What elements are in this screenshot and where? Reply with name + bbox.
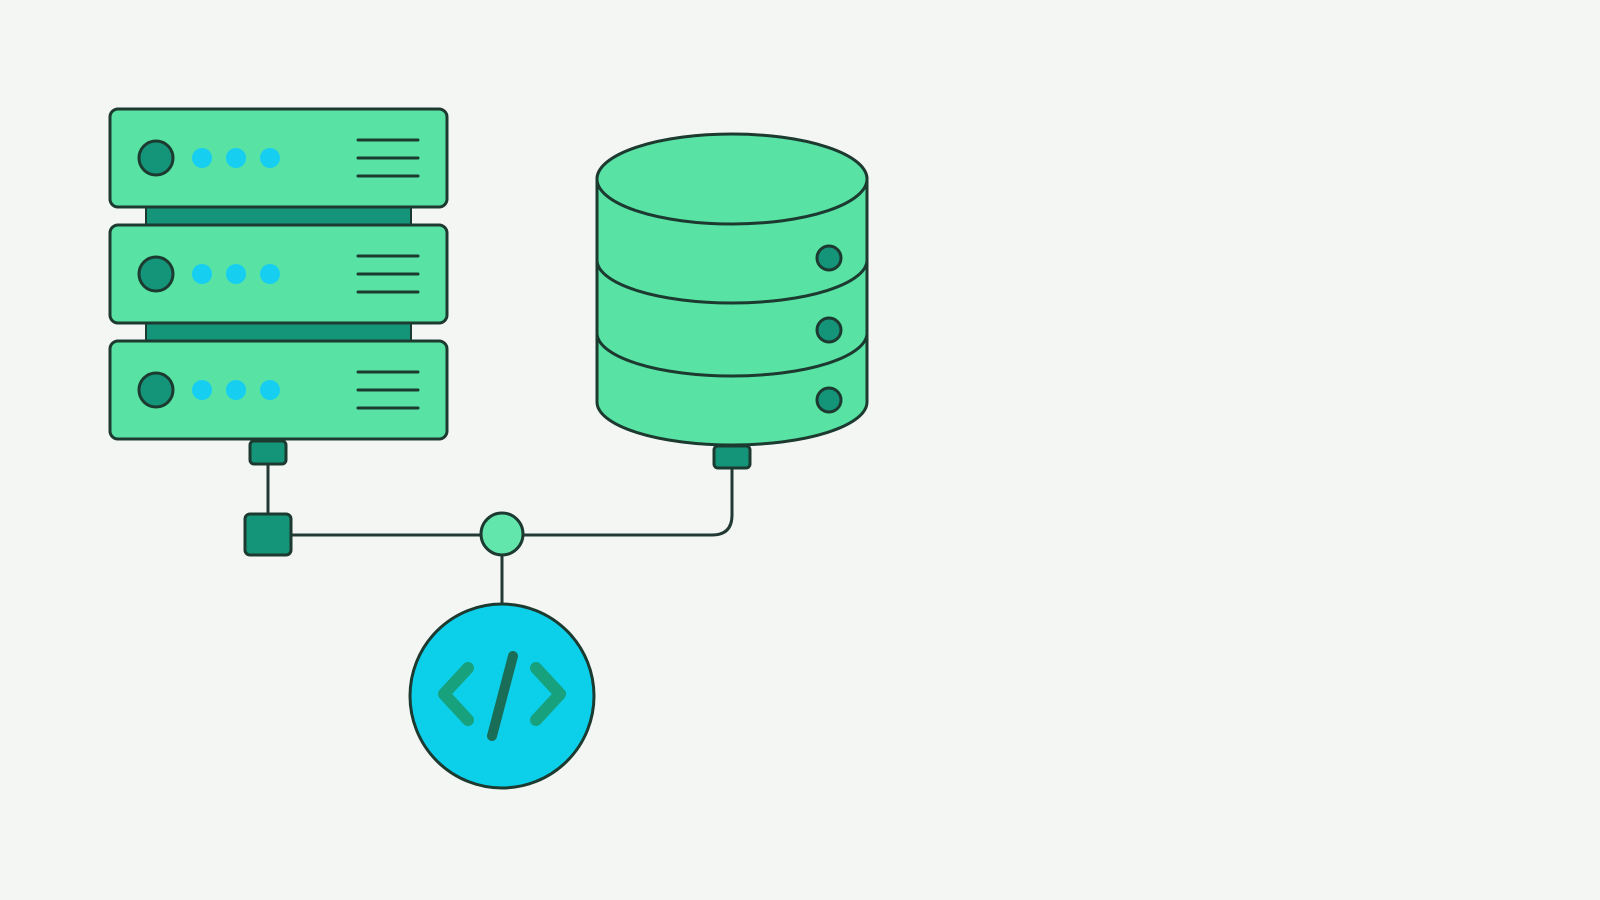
server-unit-1 bbox=[108, 107, 449, 209]
server-unit-2 bbox=[108, 223, 449, 325]
code-badge bbox=[408, 602, 596, 790]
server-rack-icon bbox=[108, 107, 449, 441]
code-brackets-icon bbox=[438, 651, 566, 741]
status-led bbox=[192, 380, 212, 400]
power-button-icon bbox=[137, 371, 175, 409]
server-unit-3 bbox=[108, 339, 449, 441]
power-button-icon bbox=[137, 139, 175, 177]
database-tier-divider-1 bbox=[595, 259, 869, 305]
database-tier-indicator-2 bbox=[815, 316, 843, 344]
status-led bbox=[226, 380, 246, 400]
status-led bbox=[260, 264, 280, 284]
status-led bbox=[260, 380, 280, 400]
database-cylinder-icon bbox=[595, 132, 869, 447]
forward-slash bbox=[487, 651, 518, 741]
database-tier-divider-2 bbox=[595, 332, 869, 378]
status-led bbox=[260, 148, 280, 168]
database-tier-indicator-1 bbox=[815, 244, 843, 272]
database-tier-indicator-3 bbox=[815, 386, 843, 414]
database-port-connector bbox=[712, 444, 752, 470]
status-led bbox=[226, 148, 246, 168]
status-led bbox=[192, 264, 212, 284]
connection-lines bbox=[266, 462, 734, 606]
left-angle-bracket bbox=[438, 662, 474, 726]
power-button-icon bbox=[137, 255, 175, 293]
junction-node-icon bbox=[479, 511, 525, 557]
status-led bbox=[192, 148, 212, 168]
right-angle-bracket bbox=[530, 662, 566, 726]
database-top bbox=[595, 132, 869, 226]
junction-to-database-line bbox=[522, 466, 734, 537]
server-port-connector bbox=[248, 439, 288, 466]
connector-square-icon bbox=[243, 512, 293, 557]
status-led bbox=[226, 264, 246, 284]
